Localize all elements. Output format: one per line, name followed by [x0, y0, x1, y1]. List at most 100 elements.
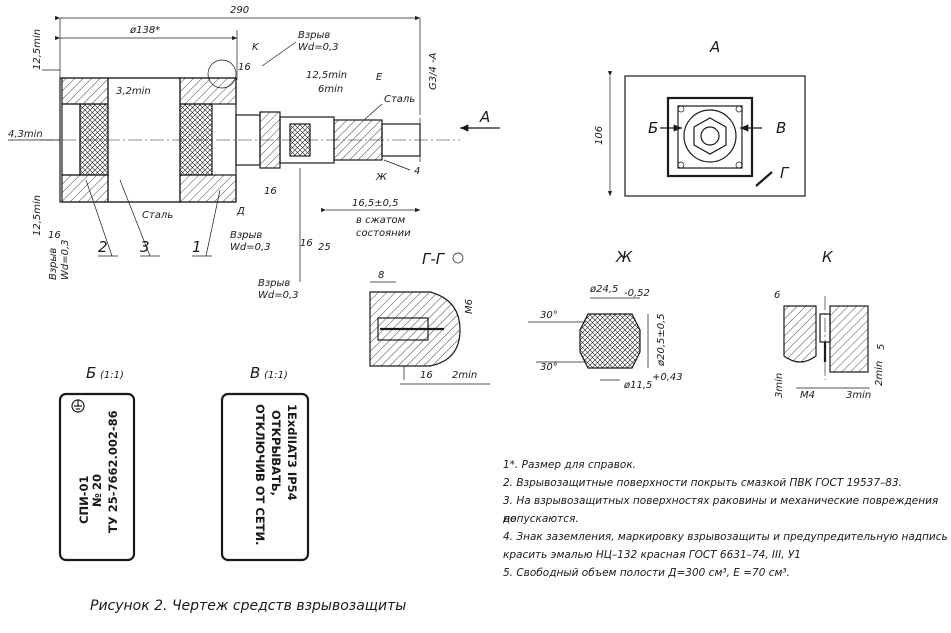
- dim-M6: M6: [464, 299, 475, 314]
- view-A-label-B: Б: [648, 119, 658, 137]
- plate-V-line-3: ОТКЛЮЧИВ ОТ СЕТИ.: [253, 404, 267, 546]
- view-A-screw-3: [677, 161, 685, 169]
- dim-2min-K: 2min: [874, 361, 885, 386]
- view-A: A 106 Б В Г: [594, 38, 806, 197]
- rough-16-b: 16: [264, 186, 277, 197]
- view-B-title: Б: [86, 364, 96, 382]
- detail-Zh: Ж ø24,5 -0,52 30° 30° ø20,5±0,5 ø11,5 +0…: [528, 248, 683, 391]
- dim-106: 106: [594, 126, 605, 145]
- view-A-flange-inner: [677, 105, 743, 169]
- dim-M4: M4: [800, 390, 815, 401]
- view-A-label-V: В: [776, 119, 786, 137]
- dim-3-2min: 3,2min: [116, 86, 151, 97]
- flame-wd-4: Wd=0,3: [60, 239, 71, 280]
- dim-12-5min-right: 12,5min: [306, 70, 347, 81]
- view-B-scale: (1:1): [100, 370, 124, 381]
- dim-16: 16: [420, 370, 433, 381]
- callout-1-leader: [205, 189, 221, 257]
- plate-B-line-4: ТУ 25-7662.002-86: [106, 410, 120, 533]
- compressed-note-2: состоянии: [356, 228, 411, 239]
- dim-8: 8: [378, 270, 384, 281]
- section-GG-title: Г-Г: [422, 250, 446, 268]
- view-A-label-G: Г: [780, 164, 790, 182]
- rough-16-a: 16: [238, 62, 251, 73]
- detail-K-title: К: [822, 248, 834, 266]
- tol-24-5: -0,52: [624, 288, 650, 299]
- note-4-cont: красить эмалью НЦ–132 красная ГОСТ 6631–…: [503, 549, 801, 561]
- flame-wd-2: Wd=0,3: [230, 242, 271, 253]
- rough-16-d: 16: [48, 230, 61, 241]
- detail-K: К 6 5 3min 2min M4 3min: [774, 248, 887, 401]
- view-A-nut-circle: [683, 109, 737, 163]
- leader-stal-1: [363, 103, 383, 121]
- label-stal-1: Сталь: [384, 94, 415, 105]
- view-A-screw-4: [735, 161, 743, 169]
- callout-3: 3: [140, 238, 150, 256]
- housing-wall-top-left: [61, 77, 109, 105]
- label-stal-2: Сталь: [142, 210, 173, 221]
- plate-V-line-2: ОТКРЫВАТЬ,: [269, 410, 283, 496]
- label-E: Е: [376, 72, 383, 83]
- dim-138: ø138*: [129, 25, 160, 36]
- dim-20-5: ø20,5±0,5: [656, 313, 667, 367]
- detail-Zh-seal: [579, 313, 641, 369]
- note-5: 5. Свободный объем полости Д=300 см³, Е …: [503, 567, 790, 579]
- tol-11-5: +0,43: [652, 372, 683, 383]
- rough-25: 25: [318, 242, 331, 253]
- view-A-screw-2: [735, 105, 743, 113]
- dim-3min-bottom: 3min: [846, 390, 871, 401]
- label-D: Д: [236, 206, 245, 217]
- dim-3min-left: 3min: [774, 373, 785, 398]
- housing-wall-top-right: [179, 77, 237, 105]
- housing-wall-bottom-left: [61, 174, 109, 203]
- label-K: K: [252, 42, 260, 53]
- main-section-view: 290 ø138* 12,5min 3,2min 4,3min 12,5min: [8, 5, 500, 301]
- dim-6: 6: [774, 290, 780, 301]
- plate-B: [58, 392, 136, 562]
- view-A-title: A: [709, 38, 720, 56]
- dim-11-5: ø11,5: [623, 380, 652, 391]
- dim-24-5: ø24,5: [589, 284, 618, 295]
- flame-word-2: Взрыв: [230, 230, 262, 241]
- label-Zh: Ж: [375, 172, 388, 183]
- view-V-title: В: [250, 364, 260, 382]
- flame-word-3: Взрыв: [258, 278, 290, 289]
- note-3: 3. На взрывозащитных поверхностях ракови…: [503, 495, 939, 525]
- dim-290: 290: [230, 5, 249, 16]
- leader-4: [383, 159, 411, 171]
- dim-2min-GG: 2min: [452, 370, 477, 381]
- detail-K-circle: [207, 59, 237, 89]
- view-B: Б (1:1) СПИ-01 № 20 ТУ 25-7662.002-86: [58, 364, 136, 562]
- seal-left: [79, 103, 109, 176]
- view-A-screw-1: [677, 105, 685, 113]
- flame-word-1: Взрыв: [298, 30, 330, 41]
- note-1: 1*. Размер для справок.: [503, 459, 636, 471]
- cover-left: [61, 103, 81, 176]
- flame-wd-1: Wd=0,3: [298, 42, 339, 53]
- thread-label: G3/4 -A: [428, 52, 439, 90]
- plate-B-line-3: 20: [90, 474, 104, 490]
- detail-K-left-part: [783, 305, 817, 363]
- ground-icon: [74, 400, 82, 413]
- callout-3-leader: [119, 179, 151, 257]
- housing-wall-bottom-right: [179, 174, 237, 203]
- note-2: 2. Взрывозащитные поверхности покрыть см…: [503, 477, 902, 489]
- label-A-arrow: A: [479, 108, 490, 126]
- note-3-cont: допускаются.: [503, 513, 579, 525]
- seal-right: [179, 103, 213, 176]
- gland-seal: [289, 123, 311, 157]
- view-A-hex-nut: [693, 117, 727, 155]
- flame-wd-3: Wd=0,3: [258, 290, 299, 301]
- view-A-cut-G: [755, 171, 773, 187]
- plate-B-line-2: №: [90, 493, 104, 507]
- dim-5: 5: [876, 344, 887, 350]
- plate-V: [220, 392, 310, 562]
- dim-4-3min: 4,3min: [8, 129, 43, 140]
- view-A-outline: [624, 75, 806, 197]
- callout-1: 1: [192, 238, 202, 256]
- compressed-note-1: в сжатом: [356, 215, 406, 226]
- view-V-scale: (1:1): [264, 370, 288, 381]
- view-A-bore: [700, 126, 720, 146]
- view-A-flange: [666, 96, 754, 178]
